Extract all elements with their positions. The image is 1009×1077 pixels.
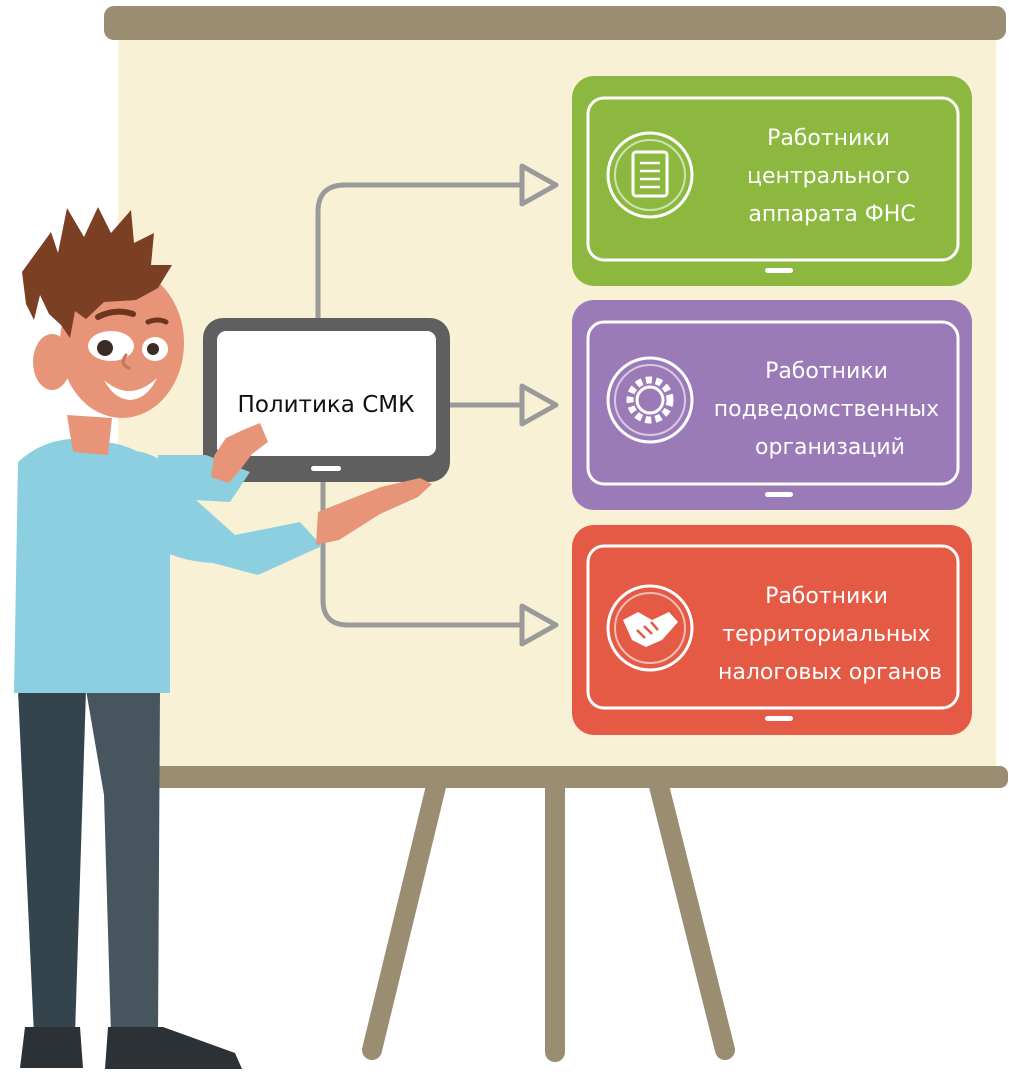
easel-bottom-bar [112,766,1008,788]
card-1-home-button [765,268,793,273]
arrowhead-3 [519,603,559,647]
card-3-background [572,525,972,735]
arrow-to-card-3 [320,477,525,628]
easel-legs [362,760,735,1062]
right-leg [86,690,160,1035]
card-2-label: Работники подведомственных организаций [714,359,946,460]
card-subordinate-organizations: Работники подведомственных организаций [572,300,972,510]
card-central-office: Работники центрального аппарата ФНС [572,76,972,286]
card-1-background [572,76,972,286]
card-territorial-tax-bodies: Работники территориальных налоговых орга… [572,525,972,735]
arrowhead-1 [519,163,559,207]
right-shoe [105,1027,242,1069]
hair [22,207,172,338]
handshake-icon [606,584,694,672]
left-leg [18,690,86,1035]
card-1-label: Работники центрального аппарата ФНС [747,126,917,227]
left-hand [211,423,268,483]
arrow-to-card-1 [315,182,525,321]
card-2-background [572,300,972,510]
arrowhead-2 [519,383,559,427]
right-hand [316,478,432,545]
center-label: Политика СМК [238,392,415,418]
document-icon [606,131,694,219]
easel-top-bar [104,6,1006,40]
ear [33,334,71,390]
left-shoe [20,1027,83,1068]
torso [14,438,170,693]
gear-icon [606,356,694,444]
card-3-home-button [765,716,793,721]
presenter-person [14,207,432,1069]
tablet-home-button [311,466,341,471]
neck [67,415,112,455]
card-2-home-button [765,492,793,497]
connector-arrows [315,163,559,647]
card-3-label: Работники территориальных налоговых орга… [718,584,942,685]
smile [104,378,157,400]
